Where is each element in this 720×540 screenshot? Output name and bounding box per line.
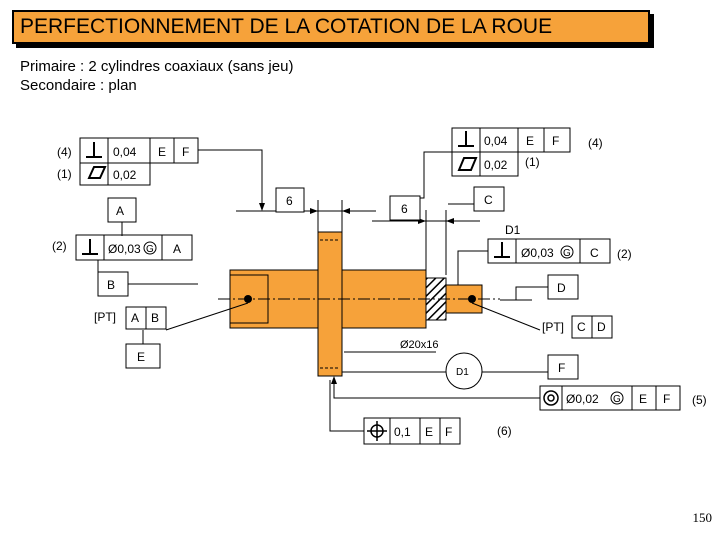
left-pt-ref-b: B: [151, 311, 159, 325]
left-perp-ref-e: E: [158, 145, 166, 159]
right-coax-note: (2): [617, 247, 632, 261]
left-pt-ref-a: A: [131, 311, 139, 325]
position-icon: [367, 421, 387, 441]
left-flat-note: (1): [57, 167, 72, 181]
datum-d: D: [557, 281, 566, 295]
left-coax-ref: A: [173, 242, 181, 256]
dim-right-width: 6: [401, 202, 408, 216]
position-ref-e: E: [425, 425, 433, 439]
perpendicularity-icon: [86, 142, 102, 158]
right-perp-note: (4): [588, 136, 603, 150]
concentric-ref-e: E: [639, 392, 647, 406]
right-perp-ref-e: E: [526, 134, 534, 148]
detail-circle: [445, 352, 483, 390]
right-section-label: D1: [505, 223, 521, 237]
right-pt-label: [PT]: [542, 320, 564, 334]
perpendicularity-icon: [82, 239, 98, 255]
left-flat-tolerance: 0,02: [113, 168, 137, 182]
right-coax-tolerance: Ø0,03: [521, 246, 554, 260]
secondary-line: Secondaire : plan: [20, 77, 137, 94]
position-ref-f: F: [445, 425, 452, 439]
concentric-modifier: G: [613, 394, 621, 405]
left-pt-label: [PT]: [94, 310, 116, 324]
datum-c: C: [484, 193, 493, 207]
right-coaxiality-frame: Ø0,03 G C (2): [487, 238, 632, 264]
right-flat-tolerance: 0,02: [484, 158, 508, 172]
perpendicularity-icon: [494, 242, 510, 258]
concentricity-frame: Ø0,02 G E F (5): [539, 385, 707, 411]
left-flatness-frame: (1) 0,02: [57, 162, 151, 186]
right-perpendicularity-frame: 0,04 E F (4): [451, 127, 603, 153]
gear-detail-label: D1: [456, 367, 469, 378]
left-perp-note: (4): [57, 145, 72, 159]
datum-a: A: [116, 204, 124, 218]
flatness-icon: [87, 166, 107, 179]
position-note: (6): [497, 424, 512, 438]
perpendicularity-icon: [458, 131, 474, 147]
right-coax-ref: C: [590, 246, 599, 260]
datum-f: F: [558, 361, 565, 375]
gear-spec: Ø20x16: [400, 339, 439, 351]
right-perp-tolerance: 0,04: [484, 134, 508, 148]
datum-b: B: [107, 278, 115, 292]
left-coaxiality-frame: (2) Ø0,03 G A: [52, 234, 193, 261]
left-perpendicularity-frame: (4) 0,04 E F: [57, 137, 199, 164]
right-coax-modifier: G: [563, 248, 571, 259]
left-coax-modifier: G: [146, 244, 154, 255]
concentric-note: (5): [692, 393, 707, 407]
shaft-and-wheel: [218, 231, 500, 377]
right-perp-ref-f: F: [552, 134, 559, 148]
left-coax-note: (2): [52, 239, 67, 253]
primary-line: Primaire : 2 cylindres coaxiaux (sans je…: [20, 58, 294, 75]
right-flat-note: (1): [525, 155, 540, 169]
left-perp-ref-f: F: [182, 145, 189, 159]
right-pt-ref-d: D: [597, 320, 606, 334]
right-pt-frame: [PT] C D: [542, 315, 613, 339]
concentric-ref-f: F: [663, 392, 670, 406]
right-pt-ref-c: C: [577, 320, 586, 334]
dim-left-width: 6: [286, 194, 293, 208]
left-pt-frame: [PT] A B: [94, 306, 167, 330]
page-title: PERFECTIONNEMENT DE LA COTATION DE LA RO…: [12, 10, 650, 44]
page-number: 150: [692, 510, 713, 525]
concentricity-icon: [543, 390, 559, 406]
concentric-tolerance: Ø0,02: [566, 392, 599, 406]
position-frame: 0,1 E F (6): [363, 417, 512, 445]
left-perp-tolerance: 0,04: [113, 145, 137, 159]
flatness-icon: [457, 157, 478, 171]
left-coax-tolerance: Ø0,03: [108, 242, 141, 256]
right-flatness-frame: 0,02 (1): [451, 151, 540, 177]
datum-e: E: [137, 350, 145, 364]
position-tolerance: 0,1: [394, 425, 411, 439]
